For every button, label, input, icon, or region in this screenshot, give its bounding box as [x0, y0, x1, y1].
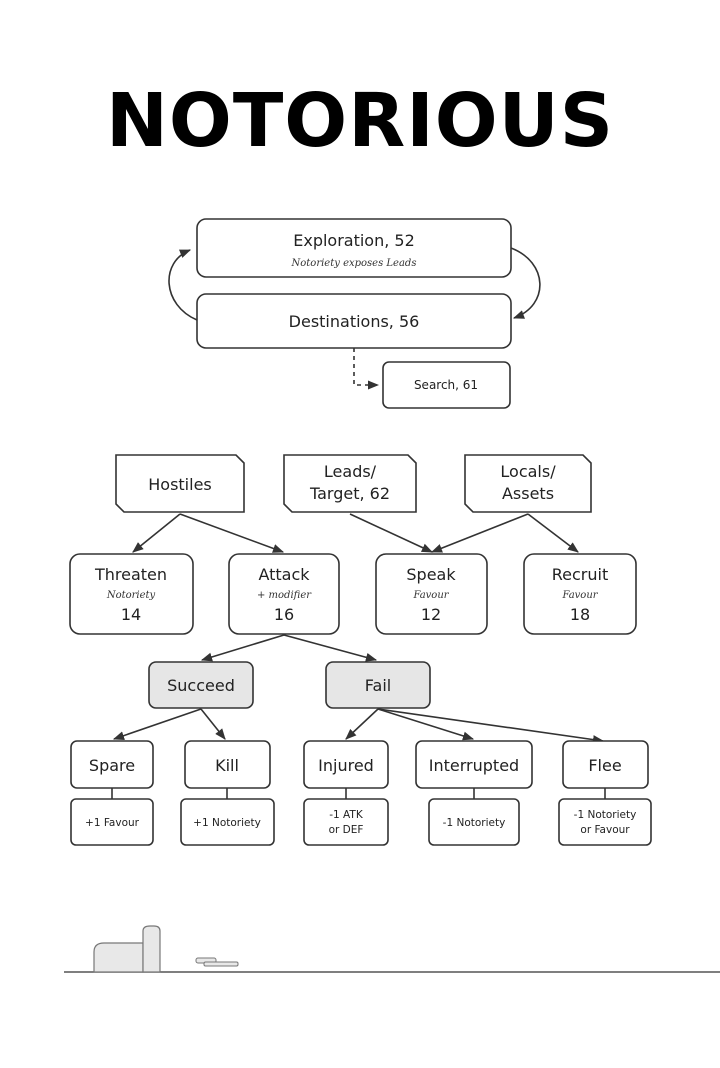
speak-note: Favour — [412, 590, 449, 601]
spare-label: Spare — [89, 756, 135, 775]
threaten-label: Threaten — [94, 565, 167, 584]
recruit-note: Favour — [561, 590, 598, 601]
leads-label-line1: Leads/ — [324, 462, 377, 481]
leads-target-card: Leads/ Target, 62 — [283, 454, 417, 513]
floor-decoration — [64, 925, 720, 973]
locals-assets-card: Locals/ Assets — [464, 454, 592, 513]
injured-node: Injured -1 ATK or DEF — [303, 740, 389, 846]
injured-effect-line1: -1 ATK — [329, 809, 364, 821]
attack-label: Attack — [258, 565, 310, 584]
succeed-label: Succeed — [167, 676, 235, 695]
fail-node: Fail — [325, 661, 431, 709]
arrow-attack-succeed — [200, 634, 285, 662]
arrow-fail-interrupted — [377, 708, 475, 741]
spare-effect: +1 Favour — [85, 817, 140, 829]
leads-label-line2: Target, 62 — [309, 484, 390, 503]
threaten-note: Notoriety — [106, 590, 156, 601]
arrow-locals-recruit — [527, 513, 579, 553]
arrow-fail-injured — [345, 708, 379, 740]
arrow-locals-speak — [430, 513, 529, 553]
speak-label: Speak — [406, 565, 456, 584]
arrow-succeed-kill — [200, 708, 226, 740]
spare-node: Spare +1 Favour — [70, 740, 154, 846]
flee-effect-line1: -1 Notoriety — [574, 809, 637, 821]
exploration-label: Exploration, 52 — [293, 231, 415, 250]
arrow-leads-speak — [349, 513, 434, 553]
search-node: Search, 61 — [382, 361, 511, 409]
injured-effect-line2: or DEF — [329, 824, 364, 836]
recruit-node: Recruit Favour 18 — [523, 553, 637, 635]
recruit-label: Recruit — [552, 565, 608, 584]
loop-arrow-left — [168, 249, 198, 321]
kill-label: Kill — [215, 756, 239, 775]
search-arrow — [353, 348, 380, 390]
flee-node: Flee -1 Notoriety or Favour — [558, 740, 652, 846]
exploration-node: Exploration, 52 Notoriety exposes Leads — [196, 218, 512, 278]
attack-value: 16 — [274, 605, 294, 624]
destinations-label: Destinations, 56 — [289, 312, 420, 331]
interrupted-label: Interrupted — [429, 756, 519, 775]
arrow-attack-fail — [283, 634, 378, 662]
injured-label: Injured — [318, 756, 374, 775]
arrow-succeed-spare — [112, 708, 202, 740]
kill-node: Kill +1 Notoriety — [180, 740, 275, 846]
interrupted-effect: -1 Notoriety — [443, 817, 506, 829]
locals-label-line2: Assets — [502, 484, 554, 503]
locals-label-line1: Locals/ — [500, 462, 556, 481]
loop-arrow-right — [510, 247, 541, 319]
search-label: Search, 61 — [414, 378, 478, 392]
succeed-node: Succeed — [148, 661, 254, 709]
destinations-node: Destinations, 56 — [196, 293, 512, 349]
recruit-value: 18 — [570, 605, 590, 624]
fail-label: Fail — [365, 676, 391, 695]
attack-node: Attack + modifier 16 — [228, 553, 340, 635]
page-title: NOTORIOUS — [105, 78, 615, 164]
arrow-fail-flee — [377, 708, 605, 745]
exploration-note: Notoriety exposes Leads — [291, 258, 417, 269]
flee-label: Flee — [588, 756, 621, 775]
interrupted-node: Interrupted -1 Notoriety — [415, 740, 533, 846]
threaten-node: Threaten Notoriety 14 — [69, 553, 194, 635]
hostiles-card: Hostiles — [115, 454, 245, 513]
speak-value: 12 — [421, 605, 441, 624]
speak-node: Speak Favour 12 — [375, 553, 488, 635]
arrow-hostiles-threaten — [132, 513, 181, 553]
attack-note: + modifier — [257, 590, 312, 601]
threaten-value: 14 — [121, 605, 141, 624]
hostiles-label: Hostiles — [148, 475, 212, 494]
arrow-hostiles-attack — [179, 513, 285, 553]
flee-effect-line2: or Favour — [580, 824, 630, 836]
kill-effect: +1 Notoriety — [193, 817, 261, 829]
